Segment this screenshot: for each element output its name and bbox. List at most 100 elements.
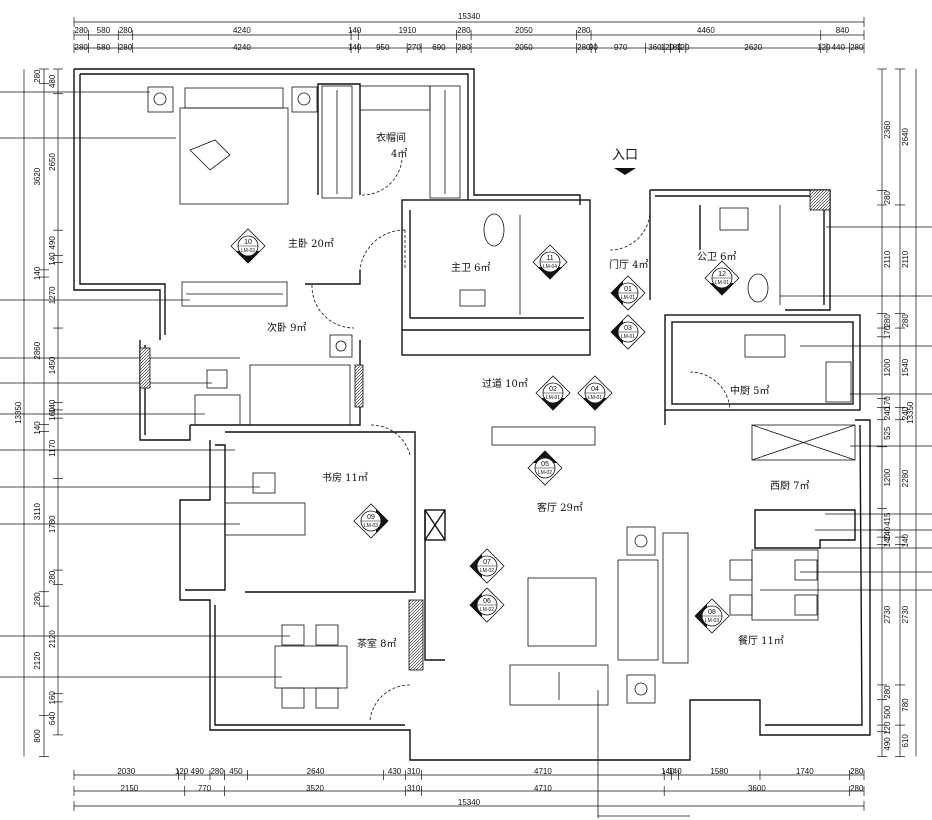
dim-top_row2-17: 2620 bbox=[744, 43, 762, 52]
dim-bottom_row1-11: 1580 bbox=[710, 767, 728, 776]
dim-top_row1-1: 580 bbox=[97, 26, 111, 35]
dim-top_row2-4: 140 bbox=[348, 43, 362, 52]
dim-top_row2-18: 120 bbox=[817, 43, 831, 52]
dim-bottom_row1-10: 140 bbox=[668, 767, 682, 776]
room-labels: 衣帽间 4㎡ 主卧 20㎡ 主卫 6㎡ 门厅 4㎡ 公卫 6㎡ 次卧 9㎡ 过道… bbox=[267, 131, 810, 650]
elevation-tag-code: LM-02 bbox=[480, 607, 494, 613]
dim-top-total: 15340 bbox=[458, 12, 481, 21]
door-swings bbox=[311, 149, 731, 721]
dim-top_row2-20: 280 bbox=[850, 43, 864, 52]
room-dining: 餐厅 11㎡ bbox=[738, 634, 784, 647]
elevation-tag-code: LM-01 bbox=[588, 395, 602, 401]
dim-bottom_row1-5: 2640 bbox=[307, 767, 325, 776]
dim-top_row1-9: 4460 bbox=[697, 26, 715, 35]
elevation-tag-number: 08 bbox=[708, 609, 716, 616]
dim-right_outer-5: 2280 bbox=[901, 469, 910, 487]
dim-top_row2-12: 970 bbox=[614, 43, 628, 52]
dim-top_row2-7: 690 bbox=[432, 43, 446, 52]
dim-left_outer-4: 140 bbox=[33, 421, 42, 435]
dim-top_row1-4: 140 bbox=[348, 26, 362, 35]
elevation-tag-code: LM-01 bbox=[546, 395, 560, 401]
elevation-tag-code: LM-03 bbox=[241, 248, 255, 254]
elevation-tag-number: 11 bbox=[546, 255, 553, 262]
dim-top_row2-10: 280 bbox=[577, 43, 591, 52]
dim-left_inner-13: 640 bbox=[48, 711, 57, 725]
elevation-tags: 10LM-0311LM-0412LM-0101LM-0103LM-0102LM-… bbox=[230, 228, 740, 634]
dim-top_row2-14: 120 bbox=[661, 43, 675, 52]
dim-left_outer-5: 3110 bbox=[33, 502, 42, 520]
dim-right_inner-4: 170 bbox=[883, 325, 892, 339]
walls bbox=[73, 68, 871, 761]
room-master-bath: 主卫 6㎡ bbox=[451, 262, 491, 274]
entry-label: 入口 bbox=[612, 148, 638, 163]
entry-arrow-icon bbox=[614, 168, 636, 175]
elevation-tag-code: LM-02 bbox=[538, 470, 552, 476]
dim-left-total: 13350 bbox=[14, 401, 23, 424]
room-master-bedroom: 主卧 20㎡ bbox=[288, 237, 334, 250]
dim-right_inner-6: 170 bbox=[883, 396, 892, 410]
dim-bottom-total: 15340 bbox=[458, 798, 481, 807]
dim-bottom_row2-6: 280 bbox=[850, 784, 864, 793]
dim-top_row2-1: 580 bbox=[97, 43, 111, 52]
dim-top_row2-19: 440 bbox=[832, 43, 846, 52]
room-corridor: 过道 10㎡ bbox=[482, 377, 528, 390]
dim-top_row1-3: 4240 bbox=[233, 26, 251, 35]
dim-left_inner-11: 2120 bbox=[48, 630, 57, 648]
dim-bottom_row1-9: 140 bbox=[661, 767, 675, 776]
dim-bottom_row2-4: 4710 bbox=[534, 784, 552, 793]
elevation-tag-code: LM-03 bbox=[705, 618, 719, 624]
dim-bottom_row2-1: 770 bbox=[198, 784, 212, 793]
dim-bottom_row1-2: 490 bbox=[191, 767, 205, 776]
dim-right_outer-1: 2110 bbox=[901, 250, 910, 268]
elevation-tag-number: 03 bbox=[624, 325, 632, 332]
elevation-tag-number: 07 bbox=[483, 559, 491, 566]
dim-right_outer-0: 2640 bbox=[901, 128, 910, 146]
elevation-tag-number: 04 bbox=[591, 386, 599, 393]
room-study: 书房 11㎡ bbox=[322, 471, 368, 484]
room-western-kitchen: 西厨 7㎡ bbox=[770, 480, 810, 492]
dim-right_outer-8: 780 bbox=[901, 698, 910, 712]
dim-right_outer-9: 610 bbox=[901, 734, 910, 748]
dim-top_row2-16: 120 bbox=[676, 43, 690, 52]
dim-top_row2-15: 180 bbox=[668, 43, 682, 52]
dim-right_inner-12: 140 bbox=[883, 534, 892, 548]
dim-top_row2-13: 360 bbox=[648, 43, 662, 52]
elevation-tag-code: LM-02 bbox=[480, 568, 494, 574]
dim-top_row2-9: 2050 bbox=[515, 43, 533, 52]
dim-top_row2-0: 280 bbox=[75, 43, 89, 52]
dim-top_row1-6: 280 bbox=[457, 26, 471, 35]
elevation-tag-code: LM-03 bbox=[364, 523, 378, 529]
dim-right_inner-1: 280 bbox=[883, 191, 892, 205]
dim-left_inner-10: 280 bbox=[48, 570, 57, 584]
dim-left_outer-8: 800 bbox=[33, 729, 42, 743]
dim-top_row1-8: 280 bbox=[577, 26, 591, 35]
dim-top_row1-7: 2050 bbox=[515, 26, 533, 35]
elevation-tag-code: LM-01 bbox=[621, 295, 635, 301]
dim-right_inner-17: 490 bbox=[883, 737, 892, 751]
dim-right_outer-4: 240 bbox=[901, 406, 910, 420]
dim-bottom_row1-4: 450 bbox=[229, 767, 243, 776]
dim-left_inner-3: 140 bbox=[48, 252, 57, 266]
elevation-tag-code: LM-01 bbox=[715, 280, 729, 286]
dim-bottom_row2-0: 2150 bbox=[120, 784, 138, 793]
hatched-columns bbox=[139, 189, 831, 671]
dim-bottom_row1-7: 310 bbox=[407, 767, 421, 776]
dim-bottom_row2-5: 3600 bbox=[748, 784, 766, 793]
room-cloakroom-area: 4㎡ bbox=[391, 148, 407, 160]
room-cloakroom: 衣帽间 bbox=[376, 131, 406, 144]
dim-top_row2-2: 280 bbox=[119, 43, 133, 52]
dim-top_row1-2: 280 bbox=[119, 26, 133, 35]
elevation-tag-code: LM-04 bbox=[543, 264, 557, 270]
dim-right_inner-13: 2730 bbox=[883, 605, 892, 623]
dim-right_outer-3: 1540 bbox=[901, 358, 910, 376]
room-foyer: 门厅 4㎡ bbox=[609, 258, 649, 271]
dim-right_inner-8: 525 bbox=[883, 426, 892, 440]
